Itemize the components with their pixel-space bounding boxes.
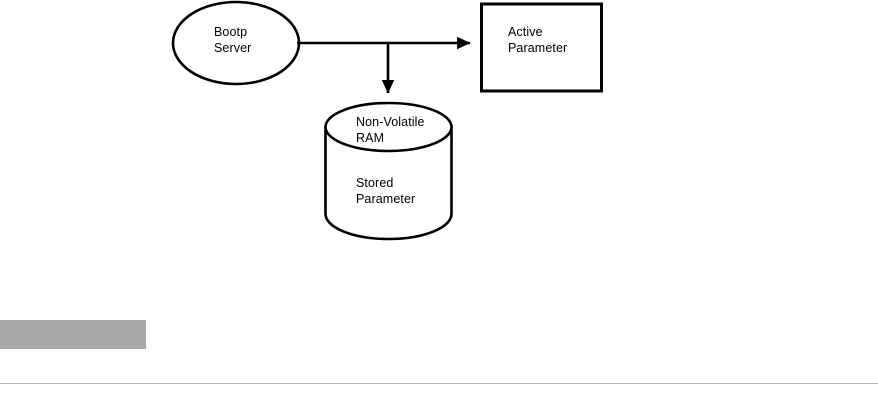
footer-divider xyxy=(0,383,878,384)
node-label-bootp-server: Bootp Server xyxy=(214,25,252,55)
node-label-non-volatile-ram: Non-Volatile RAM xyxy=(356,115,425,145)
node-label-stored-parameter: Stored Parameter xyxy=(356,176,416,206)
node-nvram-body xyxy=(324,125,453,241)
node-nvram-top-ellipse xyxy=(324,101,453,153)
gray-placeholder-block xyxy=(0,320,146,349)
node-active-parameter xyxy=(480,2,603,93)
node-label-active-parameter: Active Parameter xyxy=(508,25,568,55)
